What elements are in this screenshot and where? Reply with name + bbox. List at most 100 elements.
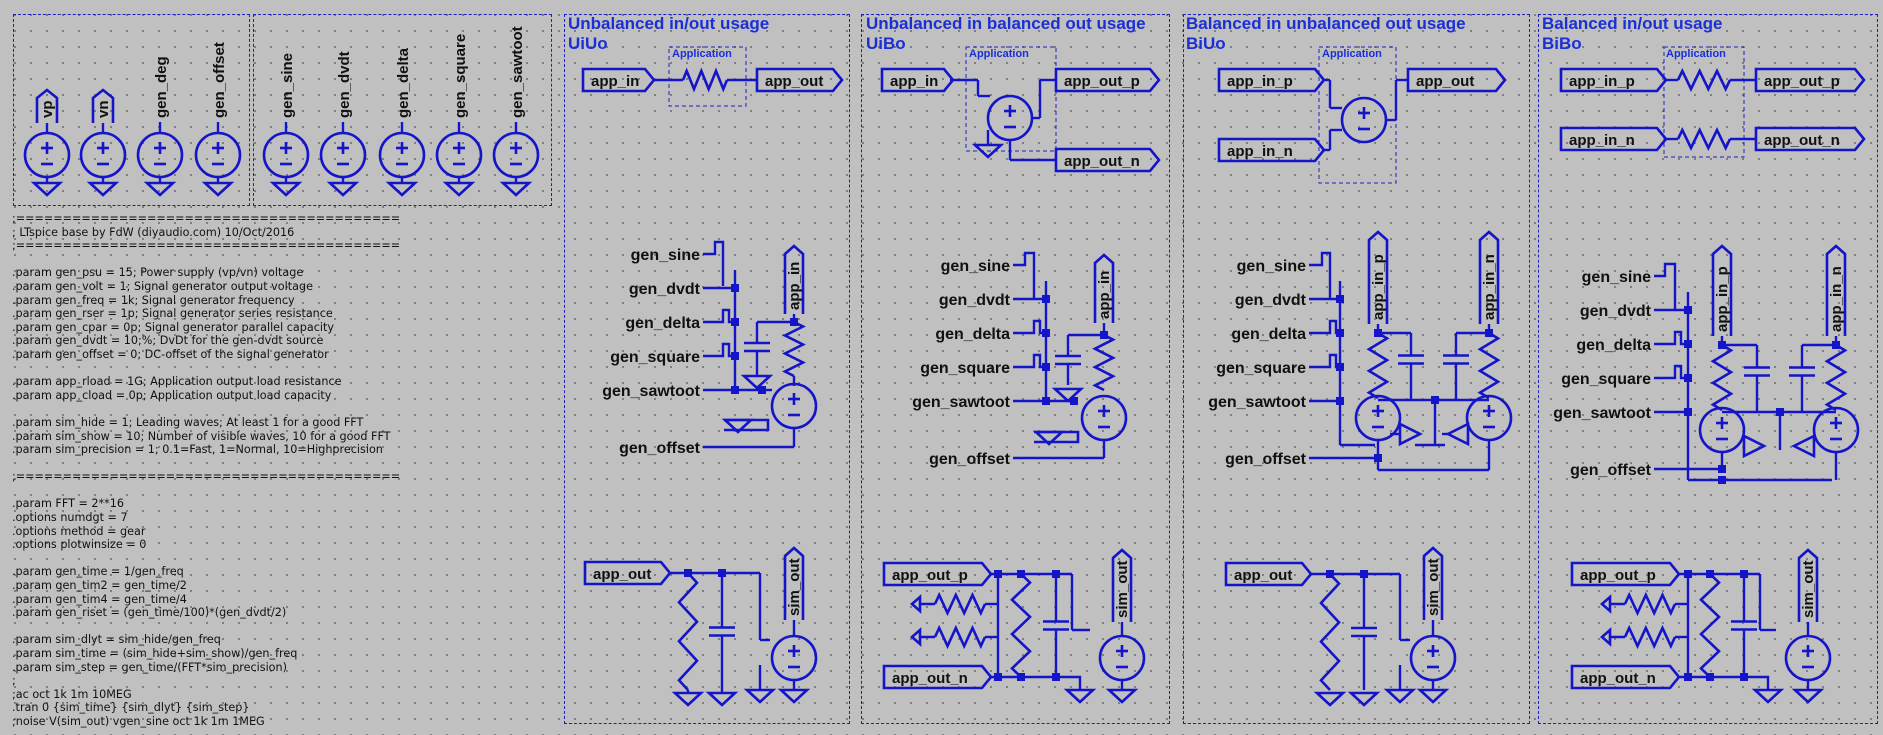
port-flag-label: app_in [1096,271,1113,319]
voltage-source-icon [136,131,184,179]
source-circle [378,131,426,179]
source-circle [986,94,1034,142]
voltage-source-icon [1080,394,1128,442]
port-flag [1570,664,1681,690]
section-title-text: Unbalanced in/out usage [568,14,770,33]
wire [1654,330,1688,346]
ground-icon [910,594,922,647]
port-flag-label: sim_out [1800,560,1817,618]
source-circle [1698,406,1746,454]
gen-label: gen_square [920,360,1010,377]
ground-icon [1742,433,1767,459]
source-circle [770,382,818,430]
section-frame-uibo [861,14,1170,724]
ground-icon [1445,421,1470,447]
ground-icon [1751,688,1785,704]
source-circle [79,131,127,179]
section-code: UiBo [866,34,906,53]
port-flag [1754,67,1866,93]
gen-label: gen_sawtoot [1208,394,1306,411]
port-flag [1406,67,1507,93]
gen-label: gen_offset [619,440,701,457]
port-flag-label: app_out_p [1764,73,1840,90]
gen-label: gen_square [1216,360,1306,377]
directive-line: .param sim_dlyt = sim_hide/gen_freq [12,633,221,647]
application-box-label: Application [1322,48,1382,60]
ground-icon [201,181,235,197]
gen-label: gen_delta [935,326,1010,343]
section-title-text: Unbalanced in balanced out usage [866,14,1146,33]
section-title-biuo: Balanced in unbalanced out usage BiUo [1186,14,1466,54]
application-box-label: Application [1666,48,1726,60]
resistor-icon [1010,573,1032,678]
voltage-source-icon [770,382,818,430]
source-circle [1340,96,1388,144]
section-frame-biuo [1183,14,1530,724]
source-label: vn [95,100,112,118]
gen-label: gen_delta [1576,337,1651,354]
wire [1013,353,1046,369]
directive-line: ; LTspice base by FdW (diyaudio.com) 10/… [12,225,295,239]
voltage-source-icon [262,131,310,179]
directive-line: .param app_cload = 0p; Application outpu… [12,388,332,402]
port-flag [783,546,805,620]
gen-label: gen_sine [941,258,1010,275]
directive-line: .tran 0 {sim_time} {sim_dlyt} {sim_step} [12,701,250,715]
port-flag-label: sim_out [786,558,803,616]
port-flag-label: app_in_p [1569,73,1635,90]
wire [1610,602,1625,639]
resistor-icon [1319,573,1341,691]
resistor-icon [933,591,987,617]
port-flag-label: app_in [591,73,639,90]
resistor-icon [1623,624,1677,650]
voltage-source-icon [378,131,426,179]
wire [1013,251,1036,298]
wire [1654,262,1677,309]
gen-label: gen_dvdt [1580,303,1652,320]
wire [1760,675,1770,690]
section-code: BiUo [1186,34,1226,53]
resistor-icon [681,67,729,93]
port-flag-label: app_out [1234,567,1292,584]
wire [1072,675,1082,690]
resistor-icon [1477,331,1501,400]
source-label: gen_square [452,34,469,118]
resistor-icon [1824,343,1848,412]
ground-icon [442,181,476,197]
voltage-source-icon [1465,394,1513,442]
ground-icon [1791,433,1816,459]
wire [920,602,935,639]
resistor-icon [933,624,987,650]
source-circle [23,131,71,179]
port-flag-label: app_in_n [1227,143,1293,160]
section-title-text: Balanced in/out usage [1542,14,1723,33]
port-flag-label: app_out_p [1064,73,1140,90]
port-flag [1217,137,1326,163]
wire [703,342,735,358]
source-label: gen_deg [153,56,170,118]
port-flag [1054,67,1161,93]
source-circle [435,131,483,179]
port-flag-label: app_in_n [1828,266,1845,332]
directive-line: .param gen_rser = 1p; Signal generator s… [12,307,333,321]
directive-line: .param sim_step = gen_time/(FFT*sim_prec… [12,660,287,674]
voltage-source-icon [79,131,127,179]
ground-icon [1398,421,1423,447]
resistor-icon [1699,573,1721,678]
port-flag-label: app_in [786,262,803,310]
source-circle [770,634,818,682]
port-flag [880,67,955,93]
port-flag [882,664,993,690]
gen-label: gen_sawtoot [912,394,1010,411]
directive-line: ;=======================================… [12,470,401,484]
application-box [1318,46,1397,184]
gen-label: gen_dvdt [629,281,701,298]
port-flag [1754,126,1866,152]
resistor-icon [677,572,699,691]
voltage-source-icon [1698,406,1746,454]
directive-line: ;=======================================… [12,239,401,253]
gen-label: gen_delta [1231,326,1306,343]
gen-label: gen_sawtoot [602,383,700,400]
gen-label: gen_square [1561,371,1651,388]
